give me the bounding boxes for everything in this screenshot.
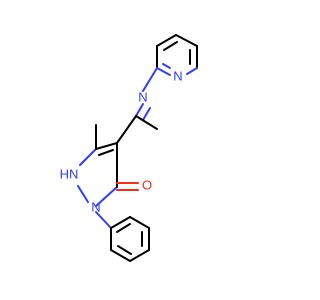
ring-nh-label: HN	[60, 166, 79, 181]
imine-c-to-ring	[116, 115, 137, 144]
phenyl-bond-5	[129, 216, 150, 229]
imine-c-to-n-double-a	[135, 103, 144, 117]
chemical-structure-diagram: N N HN N O	[0, 0, 300, 300]
pyridine-ring	[156, 34, 198, 76]
pyridine-bond-c6-n	[186, 67, 198, 75]
phenyl-bond-6-double-a	[110, 216, 131, 229]
imine-linkage	[116, 67, 158, 144]
pyridine-bond-c3-c4-double-b	[163, 41, 178, 51]
pyrazolone-ring	[77, 124, 139, 207]
n-to-phenyl	[95, 211, 112, 229]
pyridine-bond-c4-c5	[175, 34, 198, 47]
atom-labels: N N HN N O	[60, 68, 183, 214]
phenyl-ring	[95, 211, 150, 262]
pyridine-c2-to-imine-n	[142, 67, 158, 92]
imine-c-methyl	[135, 115, 158, 130]
pyridine-bond-n-c2-double-b	[162, 63, 171, 69]
pyridine-bond-n-c2-double-a	[156, 67, 171, 76]
ring-c4-c5-double-b	[98, 149, 114, 156]
diagram-background	[0, 0, 300, 300]
ring-c4-c5-double-a	[95, 142, 118, 150]
pyridine-bond-c3-c4-double-a	[156, 34, 177, 47]
ring-nh-n	[77, 185, 89, 203]
phenyl-bond-6-double-b	[116, 223, 131, 233]
imine-c-to-n-double-b	[142, 107, 151, 121]
pyridine-n-label: N	[173, 68, 182, 83]
carbonyl-o-label: O	[142, 177, 152, 192]
ring-c5-nh	[79, 148, 97, 166]
ring-n-c3	[95, 186, 118, 207]
phenyl-bond-2-double-a	[110, 249, 131, 262]
phenyl-bond-3	[129, 249, 150, 262]
imine-n-label: N	[138, 89, 147, 104]
ring-n-label: N	[91, 199, 100, 214]
phenyl-bond-2-double-b	[117, 245, 132, 255]
